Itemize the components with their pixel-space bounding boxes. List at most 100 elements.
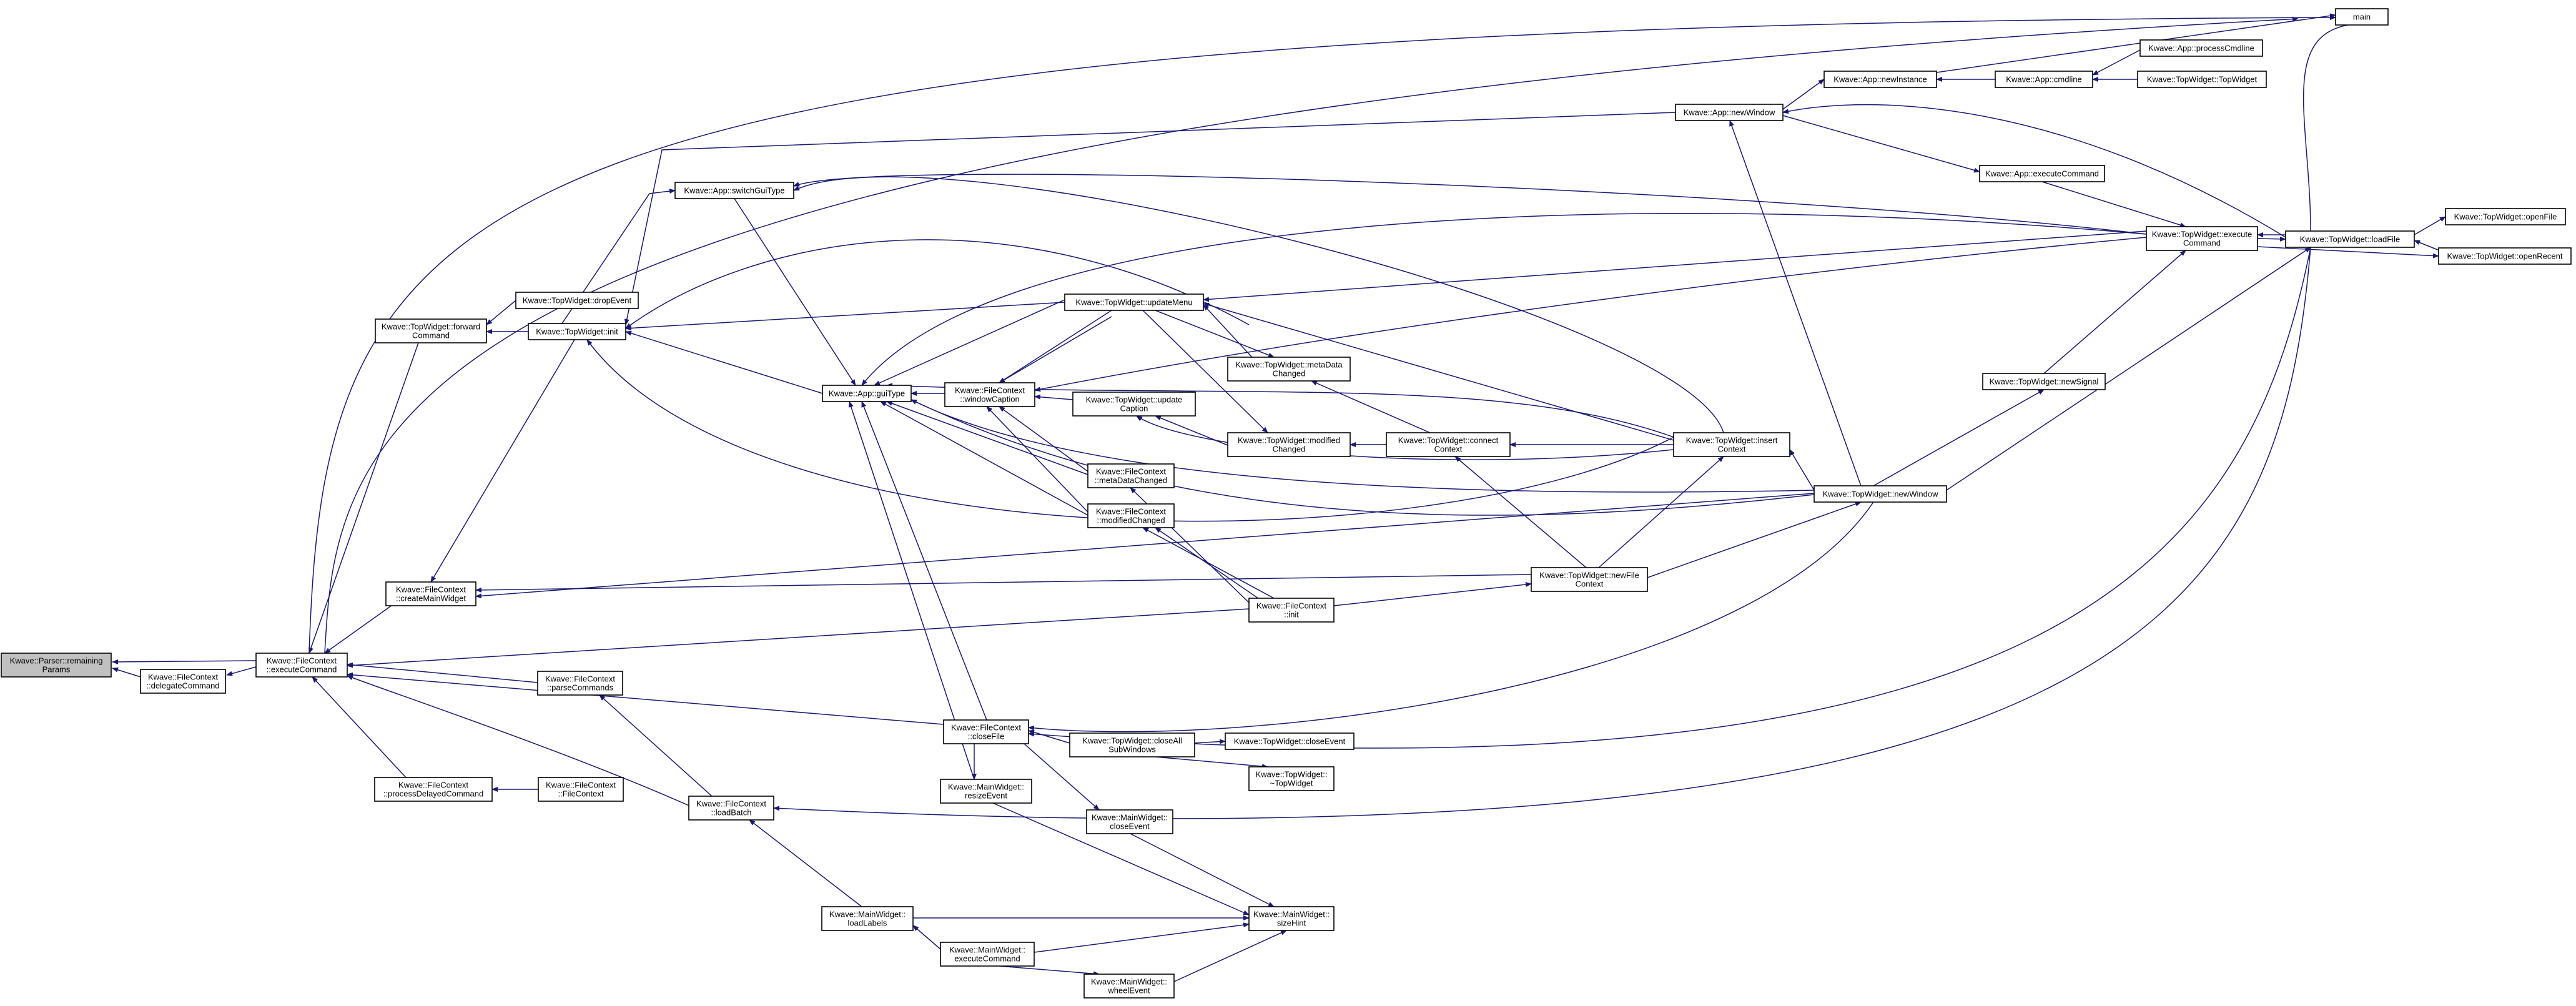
node-tw-load-file[interactable]: Kwave::TopWidget::loadFile: [2285, 230, 2415, 248]
node-label: Kwave::FileContext: [951, 723, 1021, 732]
node-label: Kwave::FileContext: [398, 781, 468, 790]
node-label: Changed: [1273, 369, 1306, 378]
node-mw-resize-event[interactable]: Kwave::MainWidget::resizeEvent: [940, 779, 1032, 804]
edge-resizeevent-to-sizehint: [992, 802, 1250, 915]
edge-switchgui-from-init: [561, 189, 676, 324]
node-label: Kwave::TopWidget::init: [536, 327, 618, 337]
node-label: resizeEvent: [965, 791, 1007, 801]
node-box: [538, 777, 624, 802]
node-label: ::executeCommand: [267, 665, 337, 674]
node-label: Kwave::App::cmdline: [2006, 75, 2081, 84]
node-label: ::delegateCommand: [146, 681, 219, 691]
node-tw-destructor[interactable]: Kwave::TopWidget::~TopWidget: [1248, 766, 1335, 791]
node-delegate-command[interactable]: Kwave::FileContext::delegateCommand: [140, 669, 226, 694]
node-app-new-window[interactable]: Kwave::App::newWindow: [1675, 104, 1784, 121]
node-box: [1979, 165, 2105, 182]
node-fc-parse-commands[interactable]: Kwave::FileContext::parseCommands: [537, 671, 623, 696]
node-app-execute-command[interactable]: Kwave::App::executeCommand: [1979, 165, 2105, 182]
node-mw-execute-command[interactable]: Kwave::MainWidget::executeCommand: [940, 942, 1035, 967]
node-label: Kwave::FileContext: [1096, 507, 1166, 516]
node-box: [940, 779, 1032, 804]
node-label: Kwave::App::processCmdline: [2148, 44, 2254, 53]
node-label: Kwave::TopWidget::newFile: [1539, 571, 1639, 580]
node-tw-open-file[interactable]: Kwave::TopWidget::openFile: [2445, 208, 2566, 225]
node-main[interactable]: main: [2335, 8, 2389, 26]
node-fc-window-caption[interactable]: Kwave::FileContext::windowCaption: [944, 382, 1035, 407]
node-box: [255, 653, 348, 678]
node-fc-execute-command[interactable]: Kwave::FileContext::executeCommand: [255, 653, 348, 678]
node-label: Command: [412, 331, 450, 340]
node-label: Kwave::MainWidget::: [1253, 910, 1330, 919]
node-tw-init[interactable]: Kwave::TopWidget::init: [528, 323, 626, 340]
node-mw-load-labels[interactable]: Kwave::MainWidget::loadLabels: [821, 906, 914, 931]
node-label: Context: [1576, 579, 1604, 589]
node-fc-process-delayed[interactable]: Kwave::FileContext::processDelayedComman…: [374, 777, 493, 802]
node-label: ~TopWidget: [1270, 779, 1313, 788]
node-tw-drop-event[interactable]: Kwave::TopWidget::dropEvent: [515, 292, 639, 309]
node-tw-topwidget[interactable]: Kwave::TopWidget::TopWidget: [2137, 71, 2267, 88]
node-fc-metadata-changed[interactable]: Kwave::FileContext::metaDataChanged: [1087, 463, 1175, 488]
node-app-new-instance[interactable]: Kwave::App::newInstance: [1823, 71, 1937, 88]
node-box: [1673, 432, 1790, 457]
edge-newwindow-guitype-2: [910, 399, 1815, 516]
node-label: Kwave::TopWidget::closeAll: [1082, 736, 1182, 746]
node-label: Kwave::FileContext: [696, 799, 766, 809]
edge-newfilecontext-to-connect: [1454, 456, 1587, 568]
node-fc-modified-changed[interactable]: Kwave::FileContext::modifiedChanged: [1087, 503, 1175, 528]
node-label: Params: [42, 665, 71, 674]
node-tw-new-window[interactable]: Kwave::TopWidget::newWindow: [1814, 485, 1947, 503]
node-tw-update-menu[interactable]: Kwave::TopWidget::updateMenu: [1064, 293, 1204, 311]
node-box: [1814, 485, 1947, 503]
node-app-gui-type[interactable]: Kwave::App::guiType: [822, 385, 912, 402]
edge-newwindow-to-createmainwidget: [475, 493, 1815, 599]
node-tw-metadata-changed[interactable]: Kwave::TopWidget::metaDataChanged: [1227, 357, 1351, 382]
node-fc-filecontext[interactable]: Kwave::FileContext::FileContext: [538, 777, 624, 802]
node-box: [940, 942, 1035, 967]
node-tw-open-recent[interactable]: Kwave::TopWidget::openRecent: [2438, 247, 2572, 265]
edge-newwindow-to-init: [624, 112, 1676, 325]
node-box: [944, 382, 1035, 407]
node-app-cmdline[interactable]: Kwave::App::cmdline: [1995, 71, 2093, 88]
node-label: Kwave::TopWidget::newWindow: [1823, 490, 1939, 499]
node-app-process-cmdline[interactable]: Kwave::App::processCmdline: [2139, 39, 2263, 57]
node-box: [2438, 247, 2572, 265]
node-app-switch-gui[interactable]: Kwave::App::switchGuiType: [674, 182, 794, 199]
edge-fcinit-to-fcmodified: [1142, 527, 1275, 599]
edge-loadfile-to-openfile: [2414, 216, 2446, 235]
edge-loadfile-to-closefile: [1028, 247, 2311, 749]
edge-insertcontext-to-updatemenu: [1203, 302, 1674, 441]
edge-updatemenu-to-metadata: [1155, 310, 1275, 358]
edge-main-to-executecommand: [308, 15, 2336, 654]
node-fc-close-file[interactable]: Kwave::FileContext::closeFile: [943, 719, 1029, 744]
node-label: Kwave::TopWidget::connect: [1398, 436, 1499, 445]
edge-newwindow-to-insertcontext: [1789, 449, 1815, 491]
node-label: ::loadBatch: [711, 808, 751, 817]
node-tw-execute-command[interactable]: Kwave::TopWidget::executeCommand: [2146, 226, 2258, 251]
node-fc-create-main-widget[interactable]: Kwave::FileContext::createMainWidget: [385, 581, 476, 606]
node-box: [688, 796, 774, 821]
edge-executecommand-to-guitype: [861, 212, 2147, 386]
node-mw-wheel-event[interactable]: Kwave::MainWidget::wheelEvent: [1083, 974, 1175, 999]
edge-executecommand-to-delegate: [226, 666, 257, 676]
edge-newinstance-to-main: [1936, 13, 2336, 73]
node-fc-init[interactable]: Kwave::FileContext::init: [1248, 598, 1335, 623]
edge-updatemenu-to-modified: [1142, 310, 1268, 433]
node-mw-size-hint[interactable]: Kwave::MainWidget::sizeHint: [1248, 906, 1335, 931]
node-label: Kwave::TopWidget::: [1256, 770, 1328, 779]
node-tw-modified-changed[interactable]: Kwave::TopWidget::modifiedChanged: [1227, 432, 1351, 457]
node-box: [1995, 71, 2093, 88]
node-fc-load-batch[interactable]: Kwave::FileContext::loadBatch: [688, 796, 774, 821]
node-mw-close-event[interactable]: Kwave::MainWidget::closeEvent: [1086, 809, 1173, 834]
node-box: [1, 653, 112, 678]
edge-closefile-to-executecommand: [347, 672, 944, 725]
node-tw-new-signal[interactable]: Kwave::TopWidget::newSignal: [1982, 373, 2106, 390]
node-tw-close-event[interactable]: Kwave::TopWidget::closeEvent: [1225, 732, 1355, 750]
node-label: executeCommand: [954, 954, 1020, 964]
